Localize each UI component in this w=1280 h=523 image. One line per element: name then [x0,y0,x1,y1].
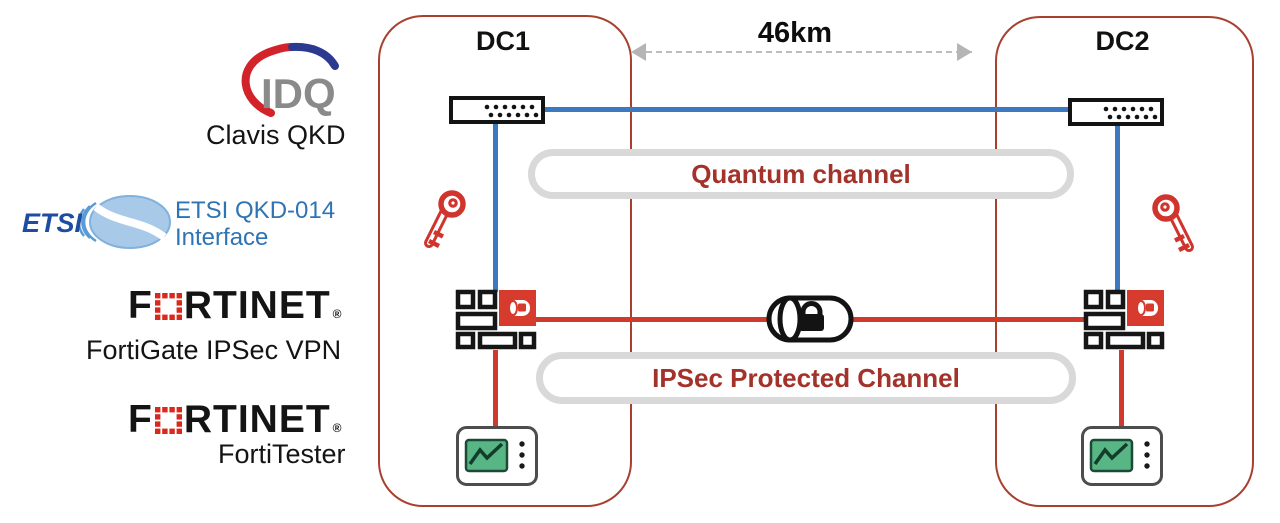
registered-trademark-symbol: ® [332,421,343,435]
arrow-right-icon [957,43,972,61]
etsi-interface-label-line2: Interface [175,224,269,251]
dc1-box [378,15,632,507]
vertical-dots-icon [519,441,525,469]
quantum-fiber-link [545,107,1068,112]
fortinet-logo-letter-f: F [128,398,153,441]
ipsec-channel-label: IPSec Protected Channel [652,362,960,393]
chart-line-icon [1093,442,1129,466]
dc2-title: DC2 [1095,26,1150,56]
vertical-dots-icon [1144,441,1150,469]
dc2-key-icon [1152,194,1194,253]
fortinet-gate-icon [154,292,182,320]
fortinet-logo-letters-rtinet: RTINET [183,398,331,441]
dc2-box [995,16,1254,507]
dc1-fortigate-icon [455,289,537,350]
etsi-interface-label-line1: ETSI QKD-014 [175,197,336,224]
etsi-logo-text: ETSI [22,208,83,238]
dc1-title: DC1 [475,26,530,56]
idq-logo-text: IDQ [261,70,336,117]
fortigate-ipsec-vpn-label: FortiGate IPSec VPN [86,335,342,365]
fortinet-logo-fortigate: F RTINET ® [128,284,343,327]
padlock-icon [799,301,824,331]
dc2-qkd-to-fortigate-link [1115,124,1120,292]
chart-line-icon [468,442,504,466]
distance-label: 46km [757,17,833,49]
clavis-qkd-label: Clavis QKD [206,120,346,150]
dc1-key-icon [424,190,466,249]
idq-logo: IDQ [241,42,339,117]
fortinet-logo-letters-rtinet: RTINET [183,284,331,327]
fortitester-label: FortiTester [218,439,346,469]
dc2-fortigate-to-fortitester-link [1119,350,1124,428]
ipsec-channel-pill: IPSec Protected Channel [536,352,1076,404]
dc1-qkd-to-fortigate-link [493,122,498,292]
quantum-channel-pill: Quantum channel [528,149,1074,199]
dc2-qkd-device-icon [1068,98,1164,126]
fortinet-logo-fortitester: F RTINET ® [128,398,343,441]
registered-trademark-symbol: ® [332,307,343,321]
dc1-fortitester-icon [456,426,538,486]
idq-red-arc-icon [241,43,296,117]
etsi-globe-icon [77,195,171,249]
etsi-logo: ETSI [22,195,171,249]
dc1-fortigate-to-fortitester-link [493,350,498,428]
fortinet-gate-icon [154,406,182,434]
vpn-tunnel-mini-icon [1136,300,1158,316]
fortinet-logo-letter-f: F [128,284,153,327]
dc1-qkd-device-icon [449,96,545,124]
vpn-tunnel-mini-icon [508,300,530,316]
quantum-channel-label: Quantum channel [691,158,911,189]
arrow-left-icon [631,43,646,61]
etsi-interface-label: ETSI QKD-014 Interface [175,197,335,251]
dc2-fortigate-icon [1083,289,1165,350]
idq-blue-arc-icon [288,42,339,70]
encrypted-tunnel-icon [766,295,854,343]
dc2-fortitester-icon [1081,426,1163,486]
distance-dashed-line [646,51,972,53]
